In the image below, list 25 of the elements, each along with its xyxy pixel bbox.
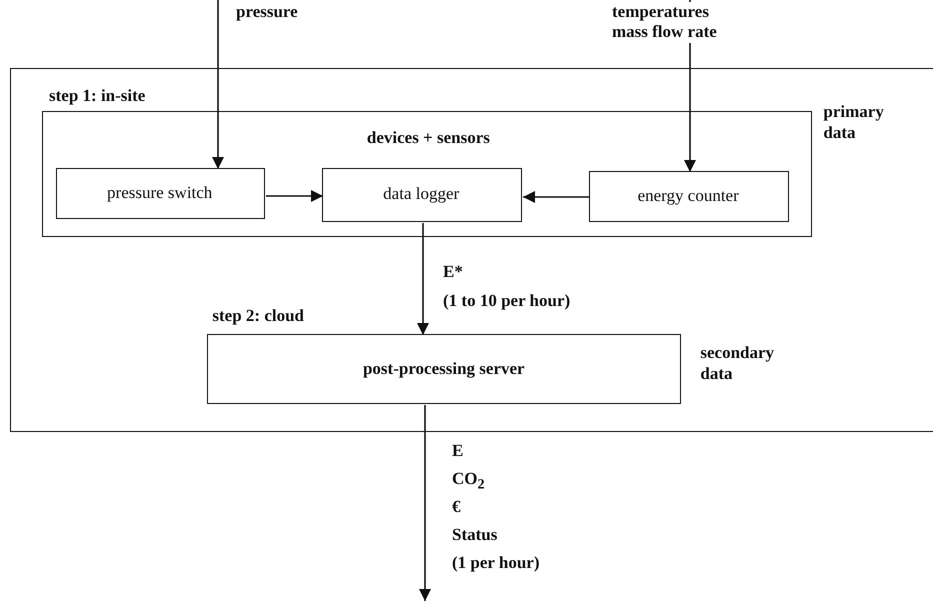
- arrow: [212, 0, 224, 169]
- arrow: [417, 223, 429, 335]
- group-heading: devices + sensors: [366, 128, 491, 149]
- flow-label: CO$_{2}$: [452, 469, 485, 494]
- flow-label: Status: [452, 525, 498, 546]
- section-heading: step 2: cloud: [212, 306, 304, 327]
- process-box: [322, 168, 522, 222]
- box-label: pressure switch: [106, 182, 214, 204]
- side-note: secondary data: [700, 343, 776, 384]
- process-box: [56, 168, 265, 219]
- box-label: data logger: [382, 184, 460, 205]
- flow-label: E: [452, 441, 464, 462]
- flow-label: (1 per hour): [452, 553, 540, 574]
- box-label: energy counter: [636, 186, 740, 206]
- box-label: post-processing server: [362, 358, 526, 380]
- region-box: [10, 68, 933, 432]
- section-heading: step 1: in-site: [49, 86, 146, 106]
- arrow: [419, 405, 431, 601]
- flow-label: €: [452, 497, 460, 518]
- process-box: [588, 170, 789, 222]
- side-note: primary data: [823, 102, 885, 144]
- arrow: [266, 190, 323, 202]
- arrow: [523, 191, 590, 203]
- flow-label: (1 to 10 per hour): [443, 291, 570, 312]
- flow-label: E*: [443, 262, 463, 282]
